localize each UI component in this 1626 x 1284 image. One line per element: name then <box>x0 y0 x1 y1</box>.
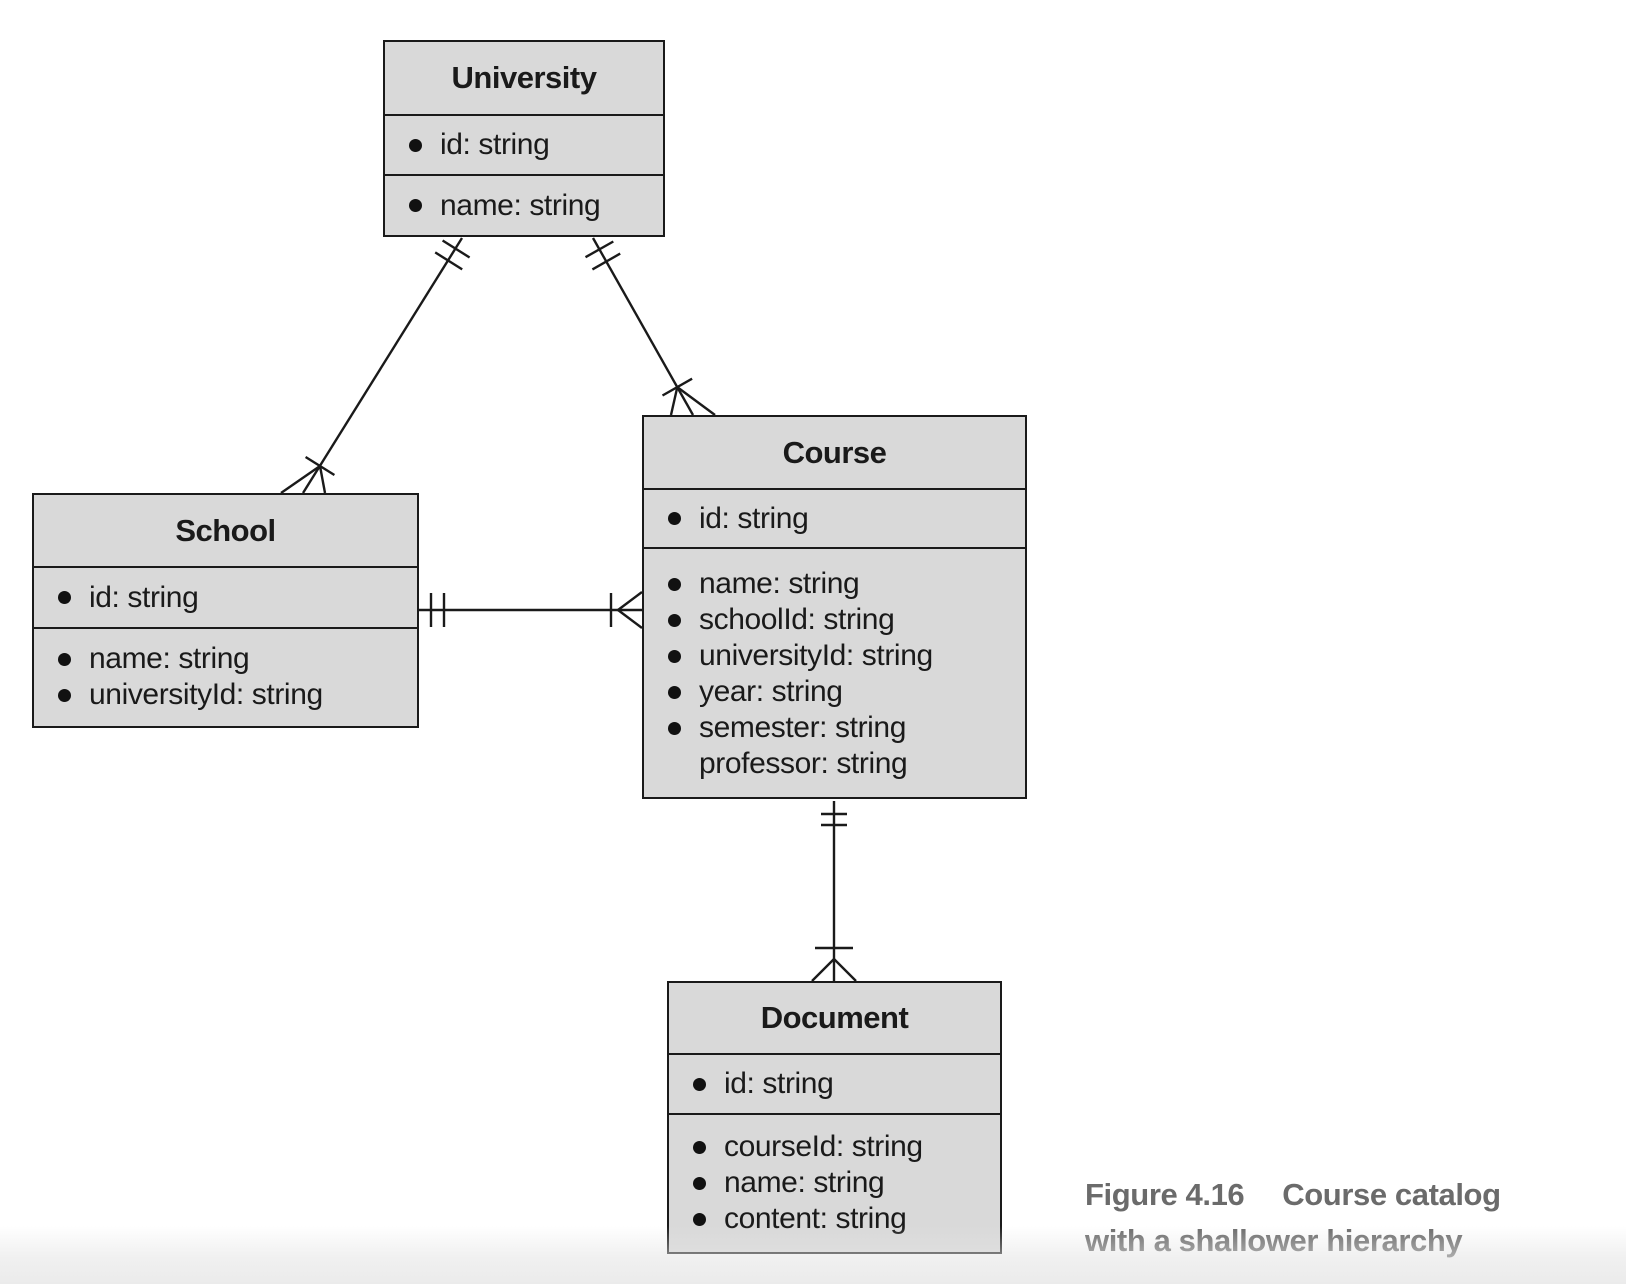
entity-id-section: id: string <box>669 1053 1000 1113</box>
bullet-icon <box>668 613 681 627</box>
attribute-row: name: string <box>644 566 1025 602</box>
figure-caption-title-line1: Course catalog <box>1282 1177 1501 1212</box>
entity-id-section: id: string <box>385 114 663 174</box>
relationship-school-course <box>419 591 643 629</box>
entity-attributes-section: name: string universityId: string <box>34 627 417 726</box>
attribute-label: universityId: string <box>89 678 323 711</box>
entity-id-section: id: string <box>644 488 1025 547</box>
bullet-icon <box>668 512 681 525</box>
entity-title: University <box>451 60 597 95</box>
attribute-row: id: string <box>34 580 199 615</box>
entity-course: Course id: string name: string schoolId:… <box>642 415 1027 799</box>
attribute-row: schoolId: string <box>644 602 1025 638</box>
attribute-label: id: string <box>724 1067 834 1100</box>
crows-foot-prong <box>617 609 643 629</box>
attribute-label: universityId: string <box>699 639 933 672</box>
entity-title: School <box>175 512 276 548</box>
entity-attributes-section: courseId: string name: string content: s… <box>669 1113 1000 1252</box>
attribute-row: year: string <box>644 674 1025 710</box>
bullet-icon <box>668 577 681 591</box>
figure-caption: Figure 4.16 Course catalog with a shallow… <box>1085 1172 1547 1264</box>
attribute-label: id: string <box>699 501 809 535</box>
crows-foot-prong <box>318 465 327 494</box>
attribute-row: universityId: string <box>34 677 417 713</box>
attribute-row: id: string <box>644 501 809 536</box>
relationship-line <box>301 237 464 494</box>
bullet-icon <box>668 685 681 699</box>
attribute-row: semester: string <box>644 710 1025 746</box>
attribute-label: year: string <box>699 675 843 708</box>
attribute-row: id: string <box>669 1067 834 1101</box>
relationship-university-school <box>280 237 471 494</box>
attribute-row: professor: string <box>644 746 1025 782</box>
attribute-label: content: string <box>724 1202 907 1235</box>
entity-attributes-section: name: string schoolId: string university… <box>644 547 1025 797</box>
bullet-icon <box>409 138 422 152</box>
attribute-label: professor: string <box>699 747 908 780</box>
attribute-label: courseId: string <box>724 1130 923 1163</box>
relationship-line <box>591 237 695 416</box>
crows-foot-prong <box>669 386 679 416</box>
entity-title: Document <box>760 1000 909 1035</box>
relationship-course-document <box>811 801 857 982</box>
attribute-row: courseId: string <box>669 1129 1000 1165</box>
bullet-icon <box>693 1212 706 1226</box>
attribute-row: id: string <box>385 128 550 162</box>
crows-foot-prong <box>280 465 321 494</box>
bullet-icon <box>693 1140 706 1154</box>
attribute-label: name: string <box>89 642 250 675</box>
one-cardinality-tick <box>591 252 621 271</box>
attribute-label: id: string <box>89 580 199 614</box>
entity-university: University id: string name: string <box>383 40 665 237</box>
attribute-label: semester: string <box>699 711 906 744</box>
bullet-icon <box>668 721 681 735</box>
attribute-row: universityId: string <box>644 638 1025 674</box>
relationship-university-course <box>584 237 716 416</box>
attribute-label: schoolId: string <box>699 603 895 636</box>
entity-document: Document id: string courseId: string nam… <box>667 981 1002 1254</box>
entity-title: Course <box>782 434 887 470</box>
attribute-label: id: string <box>440 128 550 161</box>
bullet-icon <box>693 1077 706 1091</box>
bullet-icon <box>693 1176 706 1190</box>
attribute-row: name: string <box>385 188 601 223</box>
one-cardinality-tick <box>584 240 614 259</box>
bullet-icon <box>58 591 71 604</box>
crows-foot-prong <box>833 958 857 982</box>
entity-id-section: id: string <box>34 566 417 627</box>
attribute-label: name: string <box>440 188 601 222</box>
bullet-icon <box>58 652 71 666</box>
crows-foot-prong <box>676 386 716 416</box>
bullet-icon <box>409 199 422 212</box>
figure-caption-title-line2: with a shallower hierarchy <box>1085 1223 1463 1258</box>
figure-caption-label: Figure 4.16 <box>1085 1177 1245 1212</box>
attribute-row: name: string <box>669 1165 1000 1201</box>
bullet-icon <box>58 688 71 702</box>
attribute-row: content: string <box>669 1201 1000 1237</box>
crows-foot-prong <box>617 591 643 611</box>
attribute-label: name: string <box>724 1166 885 1199</box>
attribute-label: name: string <box>699 567 860 600</box>
attribute-row: name: string <box>34 641 417 677</box>
one-cardinality-tick <box>441 239 471 259</box>
bullet-icon <box>668 649 681 663</box>
one-cardinality-tick <box>434 251 463 271</box>
entity-school: School id: string name: string universit… <box>32 493 419 728</box>
crows-foot-prong <box>811 958 835 982</box>
entity-attributes-section: name: string <box>385 174 663 235</box>
